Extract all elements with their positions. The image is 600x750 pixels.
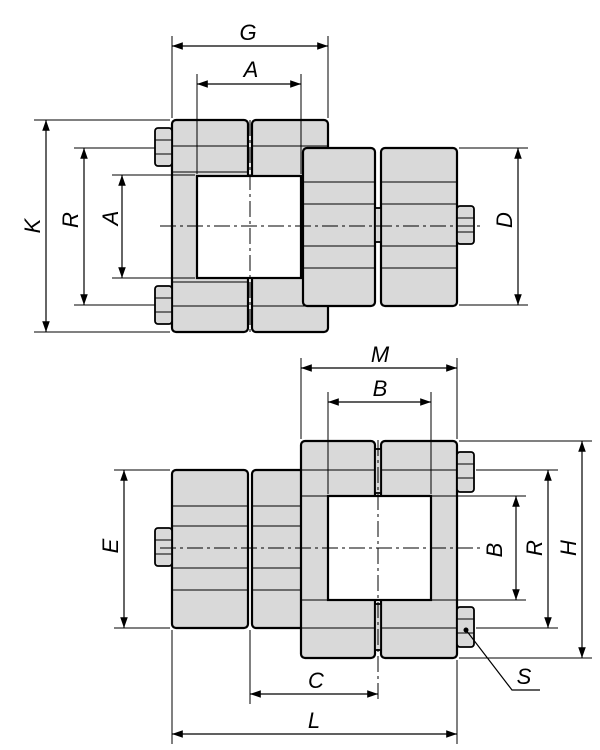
label-G: G	[239, 20, 256, 45]
bottom-view: M B E B R	[98, 342, 592, 744]
callout-S: S	[463, 627, 540, 691]
dimension-A-horizontal: A	[196, 57, 302, 174]
label-A-top: A	[242, 57, 259, 82]
label-K: K	[20, 217, 45, 233]
dimension-C: C	[249, 630, 378, 704]
dimension-R-top: R	[58, 147, 155, 306]
top-bolt-upper-left	[154, 127, 173, 167]
bottom-bolt-upper-right	[456, 451, 475, 493]
dimension-D: D	[459, 147, 528, 306]
dimension-E: E	[98, 469, 170, 629]
dimension-R-right: R	[476, 469, 558, 629]
bottom-right-clamp-block	[299, 439, 459, 660]
dimension-A-vertical: A	[98, 174, 195, 279]
label-M: M	[371, 342, 390, 367]
dimension-K: K	[20, 119, 170, 333]
label-R-right: R	[522, 540, 547, 556]
label-A-left: A	[98, 211, 123, 228]
bottom-bolt-lower-right	[456, 606, 475, 648]
dimension-H: H	[459, 440, 592, 659]
dimension-G: G	[171, 20, 329, 118]
dimension-M: M	[300, 342, 458, 439]
label-C: C	[308, 668, 324, 693]
top-view: G A K R A	[20, 20, 528, 334]
label-B-top: B	[373, 376, 388, 401]
label-B-right: B	[482, 543, 507, 558]
bottom-bolt-left	[154, 527, 173, 567]
dimension-B-horizontal: B	[327, 376, 432, 494]
top-right-clamp-block	[301, 146, 459, 308]
label-S: S	[517, 664, 532, 689]
label-H: H	[556, 540, 581, 556]
label-D: D	[492, 212, 517, 228]
top-bolt-right	[456, 205, 475, 245]
top-bolt-lower-left	[154, 285, 173, 325]
dimension-B-vertical: B	[433, 495, 526, 601]
label-L: L	[308, 708, 320, 733]
label-R-top: R	[58, 212, 83, 228]
label-E: E	[98, 538, 123, 553]
dimension-L: L	[171, 630, 458, 744]
